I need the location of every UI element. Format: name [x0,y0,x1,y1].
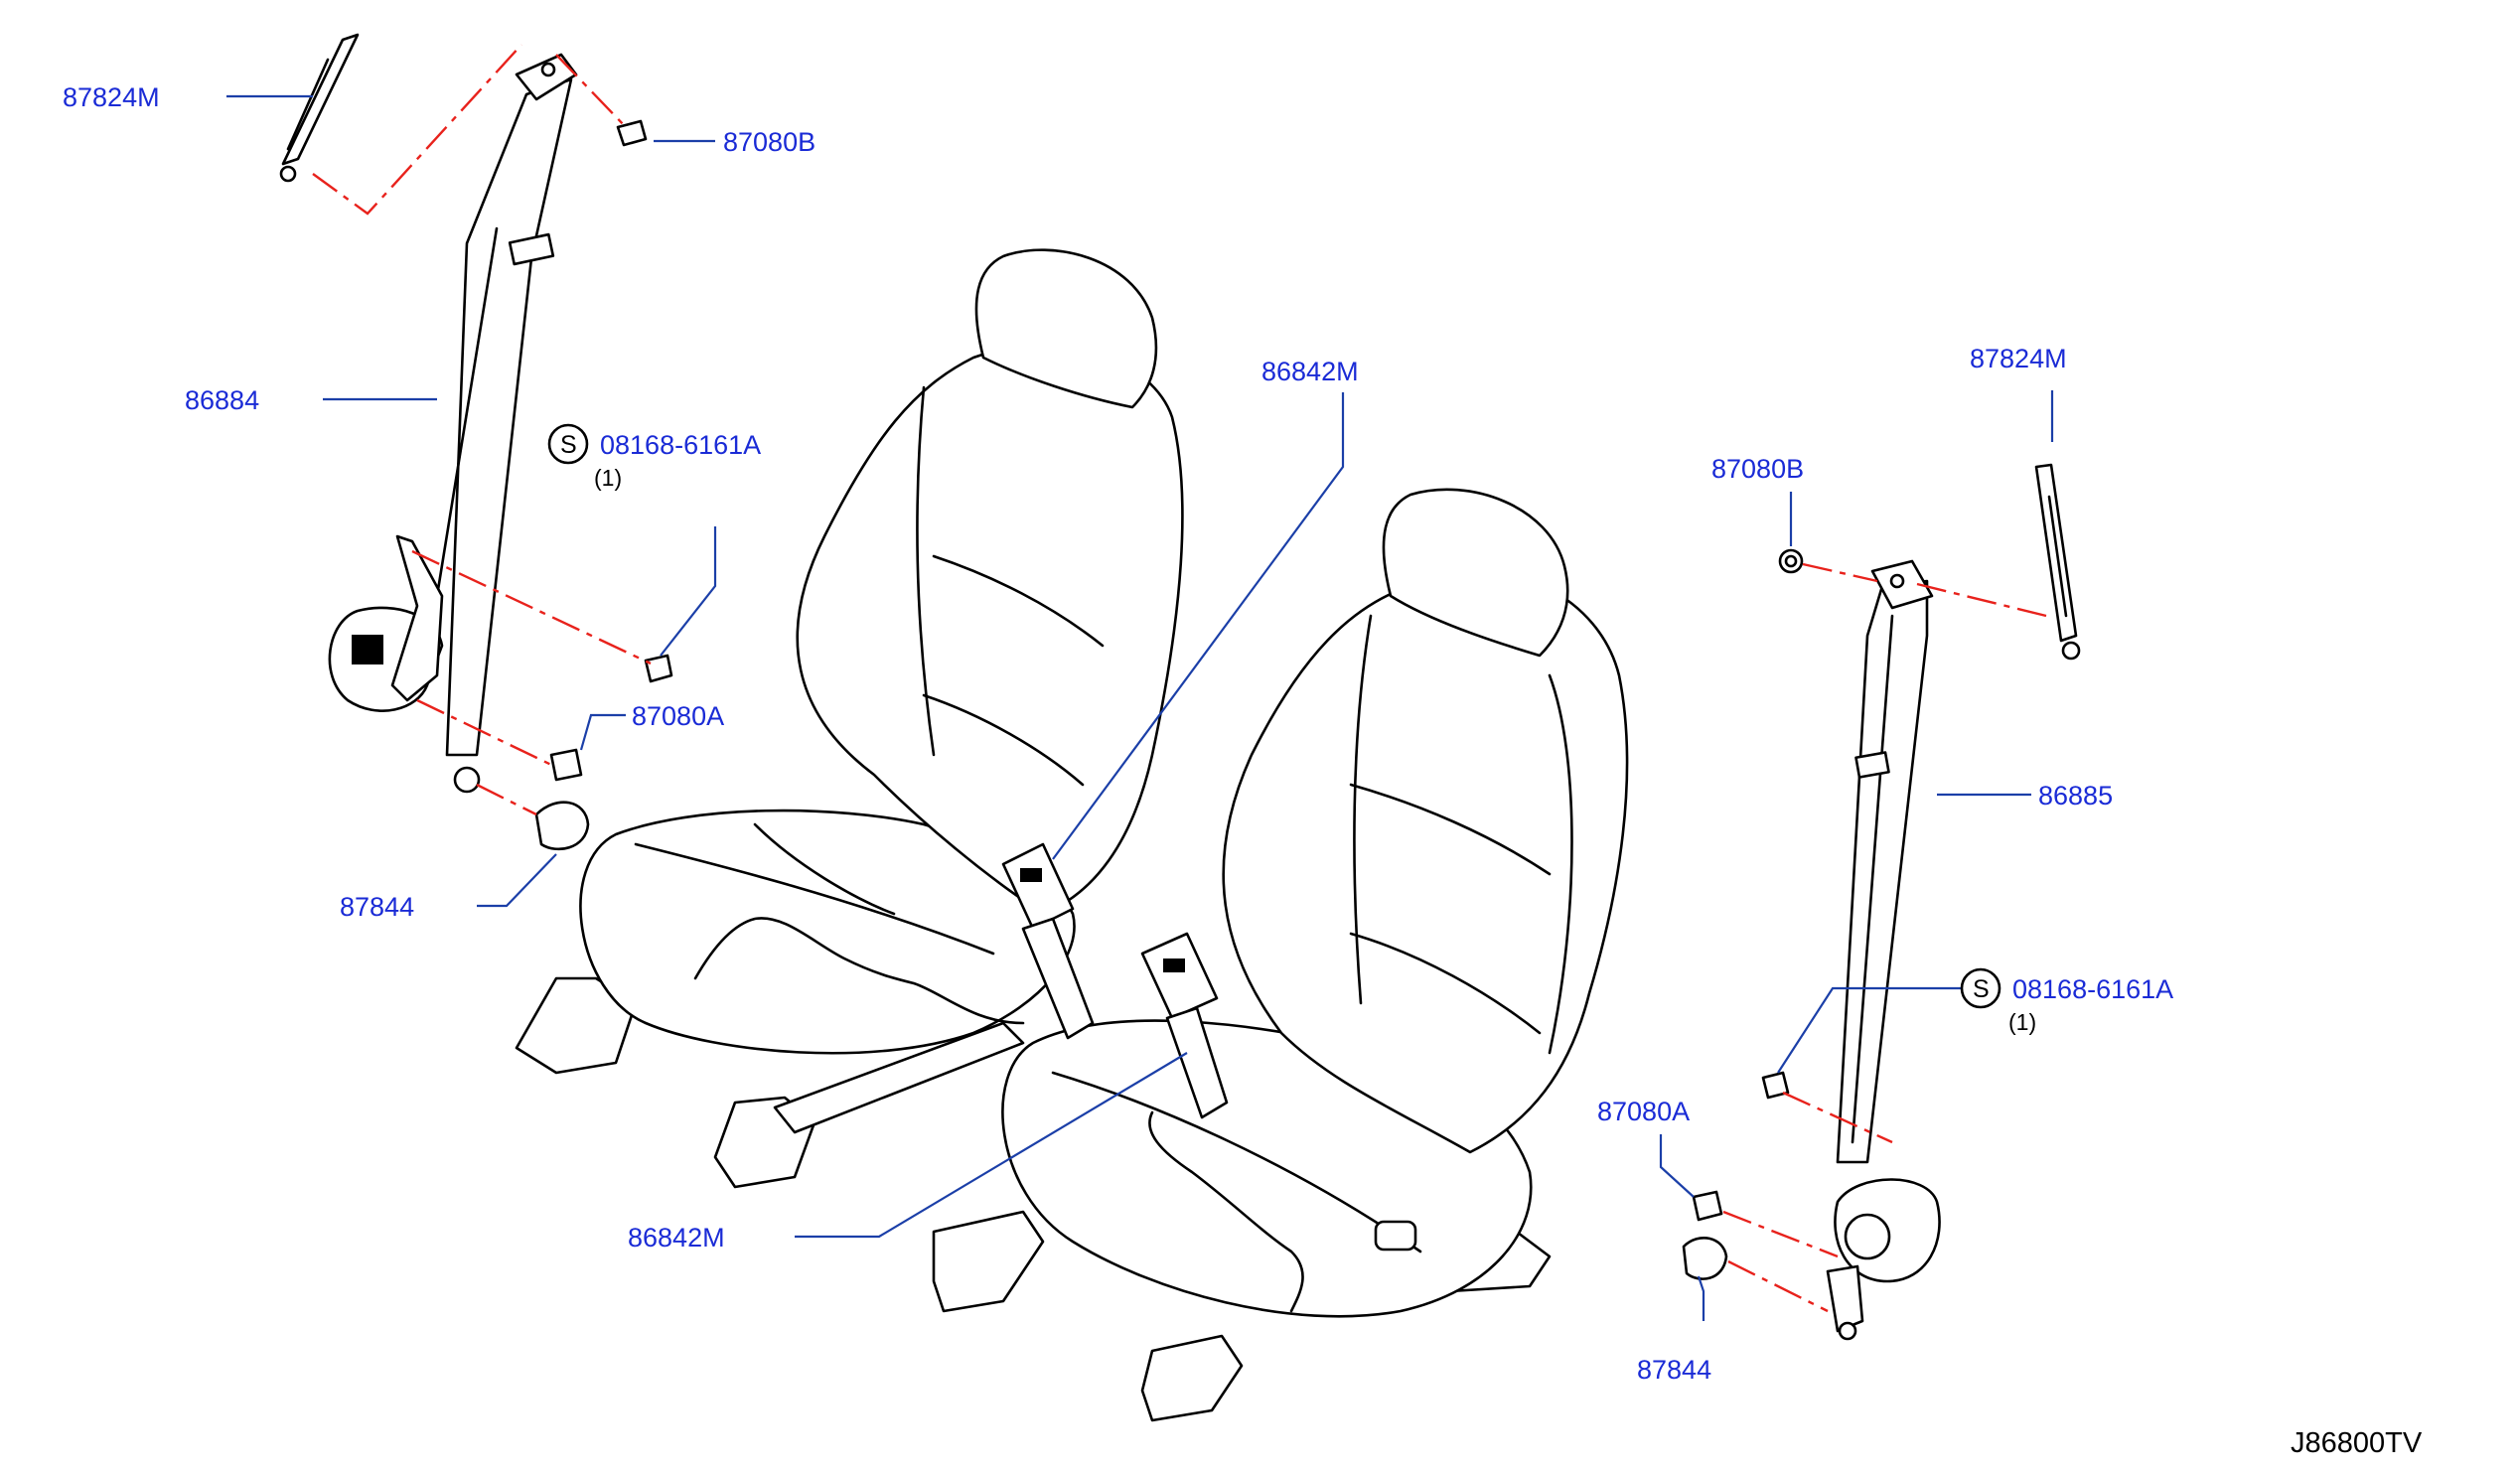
right-seat-backrest [1222,569,1629,1154]
left-screw-08168 [644,654,673,683]
label-87080b-right: 87080B [1711,454,1804,484]
left-seat-rail [773,1021,1025,1134]
rear-buckle-assembly [1140,932,1229,1119]
rear-buckle-stalk [1165,1006,1229,1119]
left-belt-guide [508,232,555,266]
label-87080a-right: 87080A [1597,1097,1690,1126]
left-lower-bolt-87080a [549,748,583,782]
left-seat-cushion [579,809,1076,1055]
label-qty-left: (1) [594,465,622,491]
label-87080b-left: 87080B [723,127,815,157]
left-anchor-bolt-87080b [616,119,648,147]
right-cover-87844 [1682,1237,1728,1280]
diagram-code: J86800TV [2291,1427,2423,1459]
rear-buckle-head [1140,932,1219,1020]
left-retractor-bracket [390,534,444,702]
right-seat-rear-foot [1140,1334,1244,1422]
left-upper-adjuster [281,33,360,166]
left-seat-harness [693,917,1025,1025]
label-87844-left: 87844 [340,892,414,922]
left-s-circle [547,423,589,465]
right-seat-headrest [1382,488,1569,658]
right-s-circle [1960,967,2001,1009]
right-seat-control-knob [1374,1220,1417,1252]
left-seat [515,248,1184,1189]
label-87824m-left: 87824M [63,82,160,112]
label-86885: 86885 [2038,781,2113,811]
right-seat-front-foot [932,1210,1045,1313]
right-s-mark: S [1973,975,1990,1003]
left-lower-anchor [453,766,481,794]
front-buckle-assembly [1001,842,1095,1040]
left-s-mark: S [560,431,577,459]
right-belt-webbing [1836,579,1929,1164]
label-87080a-left: 87080A [632,701,724,731]
right-belt-assembly [1682,463,2081,1341]
right-retractor-bracket [1826,1264,1864,1333]
label-86884: 86884 [185,385,259,415]
right-screw-08168 [1761,1071,1790,1100]
left-cover-87844 [534,801,590,851]
leader-lines [226,94,2054,1321]
label-08168-right: 08168-6161A [2012,974,2173,1004]
right-seat-harness [1148,1110,1304,1313]
label-08168-left: 08168-6161A [600,430,761,460]
left-seat-headrest [974,248,1158,409]
left-belt-webbing [445,77,573,757]
front-buckle-head [1001,842,1075,931]
label-87824m-right: 87824M [1970,344,2067,373]
left-seat-front-foot [515,976,638,1075]
label-86842m-rear: 86842M [628,1223,725,1253]
label-86842m-front: 86842M [1261,357,1359,386]
right-seat [932,488,1629,1422]
alignment-lines [312,44,2047,1313]
label-qty-right: (1) [2008,1009,2036,1035]
label-87844-right: 87844 [1637,1355,1711,1385]
front-buckle-stalk [1021,917,1095,1040]
left-belt-assembly [279,33,673,851]
right-anchor-bolt-87080b [1778,548,1804,574]
right-lower-bolt-87080a [1692,1190,1723,1222]
right-belt-guide [1854,751,1890,779]
